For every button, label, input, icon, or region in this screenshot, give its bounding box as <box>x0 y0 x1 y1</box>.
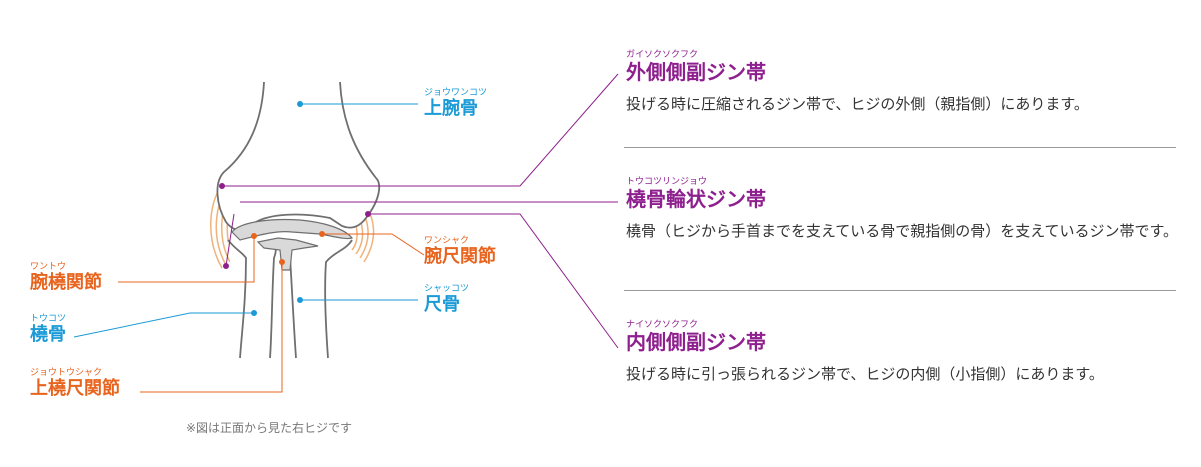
proximal-radioulnar-ruby: ジョウトウシャク <box>30 368 103 378</box>
panel-medial-collateral: ナイソクソクフク 内側側副ジン帯 投げる時に引っ張られるジン帯で、ヒジの内側（小… <box>626 320 1186 386</box>
panel-title: 橈骨輪状ジン帯 <box>626 187 766 211</box>
panel-ruby: ガイソクソクフク <box>626 50 699 60</box>
proximal-radioulnar-cartilage <box>256 237 319 271</box>
orange-leaders <box>118 233 425 393</box>
humeroulnar-text: 腕尺関節 <box>424 246 496 267</box>
blue-leaders <box>73 103 418 338</box>
humeroradial-ruby: ワントウ <box>30 262 67 272</box>
panel-annular: トウコツリンジョウ 橈骨輪状ジン帯 橈骨（ヒジから手首までを支えている骨で親指側… <box>626 177 1178 243</box>
panel-description: 橈骨（ヒジから手首までを支えている骨で親指側の骨）を支えているジン帯です。 <box>626 222 1179 240</box>
humerus-text: 上腕骨 <box>424 98 478 119</box>
purple-leaders <box>222 73 619 349</box>
joint-cartilage <box>231 218 354 241</box>
radius-ruby: トウコツ <box>30 314 67 324</box>
purple-markers <box>219 183 371 269</box>
panel-title: 内側側副ジン帯 <box>626 330 766 354</box>
humeroulnar-label: ワンシャク 腕尺関節 <box>424 236 496 268</box>
humeroradial-label: ワントウ 腕橈関節 <box>30 262 102 294</box>
radius-bone <box>227 239 277 359</box>
ulna-text: 尺骨 <box>424 294 460 315</box>
humeroradial-text: 腕橈関節 <box>30 272 102 293</box>
orange-markers <box>251 231 325 265</box>
panel-ruby: ナイソクソクフク <box>626 320 699 330</box>
panel-description: 投げる時に圧縮されるジン帯で、ヒジの外側（親指側）にあります。 <box>626 95 1089 113</box>
figure-note: ※図は正面から見た右ヒジです <box>186 421 353 435</box>
humeroulnar-ruby: ワンシャク <box>424 236 470 246</box>
panel-title: 外側側副ジン帯 <box>626 60 766 84</box>
panel-ruby: トウコツリンジョウ <box>626 177 708 187</box>
divider <box>624 147 1176 148</box>
ulna-ruby: シャッコツ <box>424 284 470 294</box>
proximal-radioulnar-text: 上橈尺関節 <box>30 378 120 399</box>
blue-markers <box>251 101 303 316</box>
proximal-radioulnar-label: ジョウトウシャク 上橈尺関節 <box>30 368 120 400</box>
divider <box>624 290 1176 291</box>
humerus-ruby: ジョウワンコツ <box>424 88 488 98</box>
radius-text: 橈骨 <box>30 324 66 345</box>
humerus-bone <box>216 81 381 231</box>
panel-description: 投げる時に引っ張られるジン帯で、ヒジの内側（小指側）にあります。 <box>626 365 1104 383</box>
radius-label: トウコツ 橈骨 <box>30 314 66 346</box>
panel-lateral-collateral: ガイソクソクフク 外側側副ジン帯 投げる時に圧縮されるジン帯で、ヒジの外側（親指… <box>626 50 1186 116</box>
humerus-label: ジョウワンコツ 上腕骨 <box>424 88 487 120</box>
ulna-label: シャッコツ 尺骨 <box>424 284 469 316</box>
